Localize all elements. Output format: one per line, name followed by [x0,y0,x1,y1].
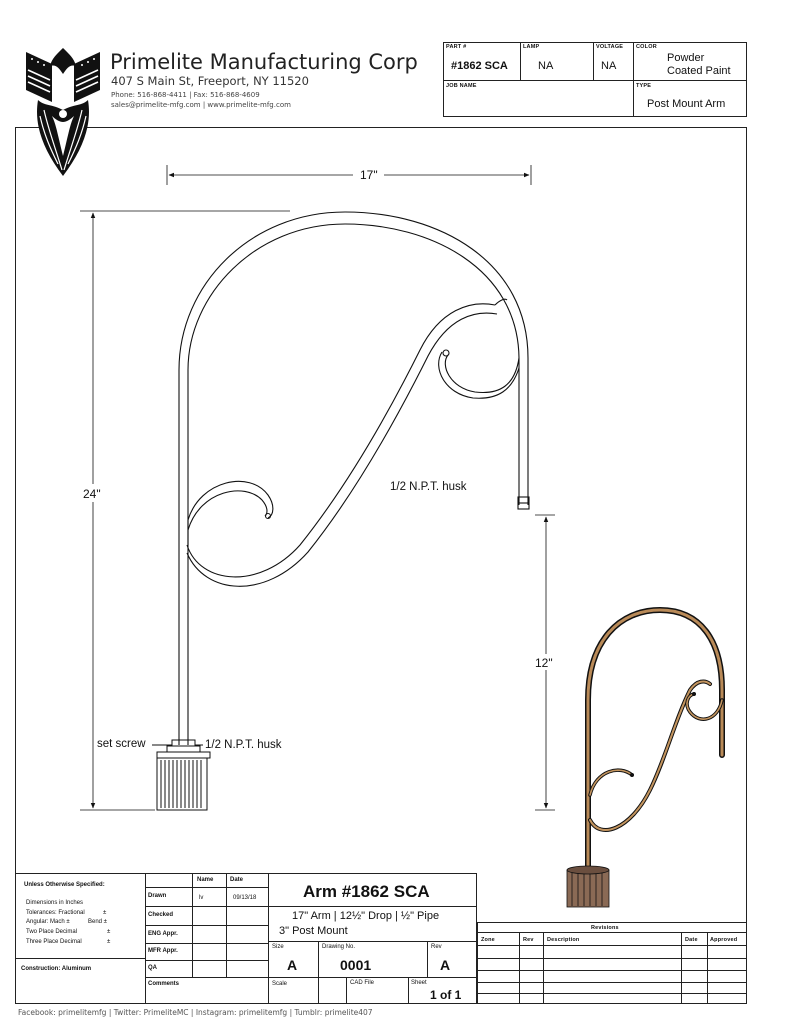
name-header: Name [197,877,214,883]
scale-label: Scale [272,981,288,987]
company-phone-fax: Phone: 516-868-4411 | Fax: 516-868-4609 [111,91,260,99]
revisions-col-approved: Approved [710,937,738,943]
part-label: PART # [446,44,467,50]
unless-specified: Unless Otherwise Specified: [24,882,105,888]
voltage-label: VOLTAGE [596,44,624,50]
construction-note: Construction: Aluminum [21,966,92,972]
revisions-col-date: Date [685,937,698,943]
header-info-box [443,42,747,117]
revisions-col-rev: Rev [523,937,534,943]
drawn-date: 09/13/18 [233,895,257,901]
tolerance-fractional: Tolerances: Fractional [26,910,85,916]
size-label: Size [272,944,284,950]
drawn-name: lv [199,895,204,901]
three-place-decimal: Three Place Decimal [26,939,82,945]
job-name-label: JOB NAME [446,83,477,89]
checked-label: Checked [148,912,174,918]
revisions-col-zone: Zone [481,937,495,943]
revisions-col-description: Description [547,937,580,943]
company-logo [26,48,100,176]
arm-rendering [585,606,725,873]
post-mount [152,739,211,811]
date-header: Date [230,877,244,883]
angular-tolerance: Angular: Mach ± [26,919,70,925]
dimensions-note: Dimensions in Inches [26,900,84,906]
color-value-1: Powder [667,52,705,64]
size-value: A [287,957,298,973]
voltage-value: NA [601,60,617,72]
qa-label: QA [148,965,157,971]
rev-value: A [440,957,451,973]
comments-label: Comments [148,981,180,987]
two-place-value: ± [107,929,111,935]
lamp-value: NA [538,60,554,72]
dimension-width [166,165,532,185]
dimension-height-label: 24" [83,487,101,501]
bend-tolerance: Bend ± [88,919,107,925]
husk-left-label: 1/2 N.P.T. husk [205,739,282,751]
drawing-no-label: Drawing No. [322,944,356,950]
arm-outline [178,211,530,745]
drawing-no-value: 0001 [340,957,372,973]
sheet-label: Sheet [411,980,427,986]
two-place-decimal: Two Place Decimal [26,929,78,935]
color-value-2: Coated Paint [667,65,731,77]
eng-appr-label: ENG Appr. [148,931,178,937]
color-label: COLOR [636,44,657,50]
dimension-height [80,210,290,811]
revisions-table [477,922,747,1004]
description-line-1: 17" Arm | 12½" Drop | ½" Pipe [292,910,440,922]
part-value: #1862 SCA [451,60,508,72]
company-email-web: sales@primelite-mfg.com | www.primelite-… [111,101,291,109]
dimension-drop [535,514,555,811]
cad-file-label: CAD File [350,980,375,986]
title-block [15,873,477,1004]
type-value: Post Mount Arm [647,98,726,110]
rev-label: Rev [431,944,442,950]
dimension-drop-label: 12" [535,656,553,670]
mfr-appr-label: MFR Appr. [148,948,178,954]
type-label: TYPE [636,83,652,89]
rendering-base [566,865,610,908]
drawing-title: Arm #1862 SCA [303,882,430,901]
description-line-2: 3" Post Mount [279,925,348,937]
revisions-title: Revisions [591,925,619,931]
social-footer: Facebook: primelitemfg | Twitter: Primel… [18,1008,373,1017]
three-place-value: ± [107,939,111,945]
tolerance-fractional-value: ± [103,910,107,916]
drawn-label: Drawn [148,893,167,899]
dimension-width-label: 17" [360,168,378,182]
husk-right-label: 1/2 N.P.T. husk [390,481,467,493]
lamp-label: LAMP [523,44,540,50]
company-name: Primelite Manufacturing Corp [110,50,418,74]
sheet-value: 1 of 1 [430,988,462,1002]
company-address: 407 S Main St, Freeport, NY 11520 [111,74,309,88]
set-screw-label: set screw [97,738,146,750]
